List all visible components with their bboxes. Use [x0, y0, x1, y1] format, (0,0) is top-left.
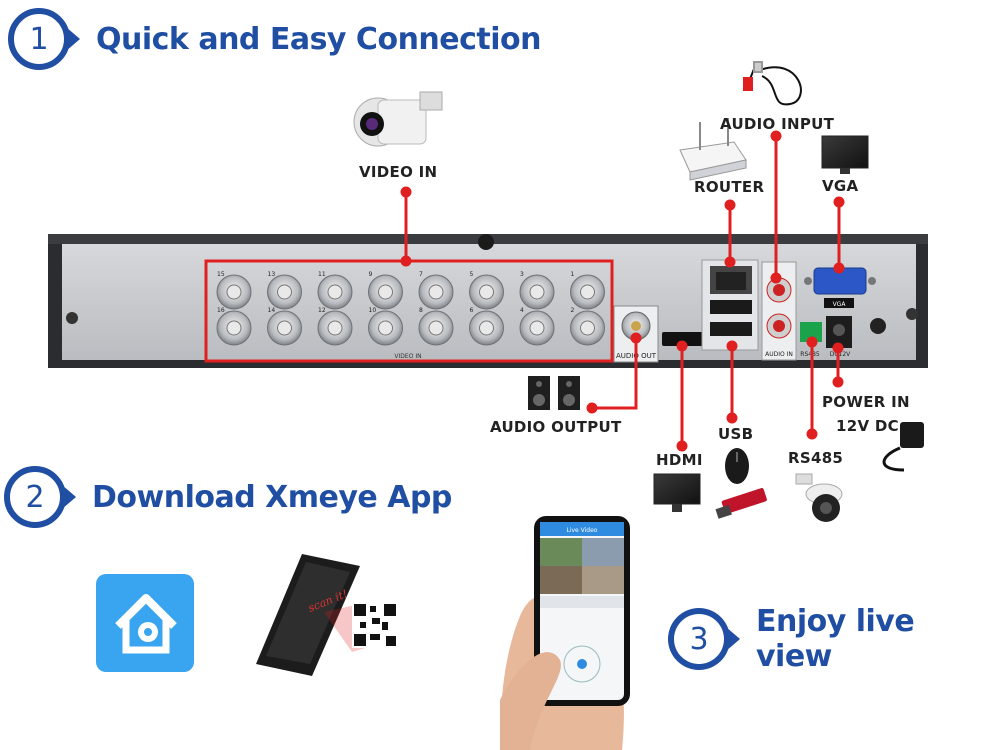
- panel-label-vga: VGA: [833, 301, 847, 308]
- label-router: ROUTER: [694, 178, 765, 196]
- channel-number: 5: [470, 271, 474, 278]
- smartphone-icon: Live Video: [500, 516, 630, 750]
- step-1-title: Quick and Easy Connection: [96, 21, 542, 57]
- bnc-connector-center: [580, 284, 595, 300]
- label-power-12v: 12V DC: [836, 417, 899, 435]
- panel-label-video-in: VIDEO IN: [394, 353, 421, 360]
- label-power-in: POWER IN: [822, 393, 910, 411]
- panel-label-dc12v: DC12V: [830, 351, 851, 358]
- label-rs485: RS485: [788, 449, 844, 467]
- channel-number: 2: [571, 307, 575, 314]
- step-1-heading: 1 Quick and Easy Connection: [8, 8, 542, 70]
- label-video-in: VIDEO IN: [359, 163, 438, 181]
- channel-number: 12: [318, 307, 326, 314]
- bnc-connector-center: [327, 284, 343, 300]
- label-usb: USB: [718, 425, 754, 443]
- bnc-connector-center: [580, 320, 595, 336]
- panel-label-rs485: RS485: [800, 351, 820, 358]
- usb-port-bottom: [710, 322, 752, 336]
- video-in-bnc-group: 15 13 11 9 7 5 3 1 16 14 12 10 8 6 4 2 VIDEO IN: [204, 259, 614, 363]
- phone-app-header: Live Video: [567, 527, 598, 534]
- speaker-icon: [528, 376, 580, 410]
- bnc-connector-center: [378, 320, 393, 336]
- channel-number: 11: [318, 271, 326, 278]
- microphone-cable-icon: [743, 61, 802, 106]
- tablet-qr-icon: scan it!: [256, 554, 398, 676]
- panel-label-audio-in: AUDIO IN: [765, 351, 793, 358]
- bullet-camera-icon: [353, 91, 443, 147]
- bnc-connector-center: [479, 320, 494, 336]
- channel-number: 8: [419, 307, 423, 314]
- channel-number: 9: [369, 271, 373, 278]
- step-2-heading: 2 Download Xmeye App: [4, 466, 452, 528]
- bnc-connector-center: [529, 284, 545, 300]
- power-adapter-icon: [882, 422, 924, 472]
- callout-lines: [400, 130, 845, 452]
- ptz-camera-icon: [795, 473, 843, 522]
- channel-number: 13: [268, 271, 276, 278]
- screw-icon: [478, 234, 494, 250]
- channel-number: 14: [268, 307, 276, 314]
- monitor-icon: [653, 473, 701, 512]
- bnc-connector-center: [277, 320, 292, 336]
- monitor-icon: [821, 135, 869, 174]
- step-2-number: 2: [4, 466, 76, 528]
- mouse-icon: [725, 448, 749, 484]
- router-icon: [679, 118, 747, 181]
- hdmi-port: [662, 332, 704, 346]
- step-2-title: Download Xmeye App: [92, 479, 452, 515]
- bnc-connector-center: [479, 284, 494, 300]
- channel-number: 16: [217, 307, 225, 314]
- bnc-connector-center: [529, 320, 545, 336]
- step-3-heading: 3 Enjoy live view: [668, 604, 1000, 674]
- label-vga: VGA: [822, 177, 859, 195]
- ground-screw-icon: [870, 318, 886, 334]
- vga-port: VGA: [804, 267, 876, 308]
- bnc-connector-center: [428, 284, 444, 300]
- qr-code: [352, 602, 398, 648]
- network-usb-block: [701, 259, 759, 351]
- label-audio-input: AUDIO INPUT: [720, 115, 835, 133]
- screw-icon: [906, 308, 918, 320]
- bnc-connector-center: [327, 320, 343, 336]
- channel-number: 7: [419, 271, 423, 278]
- label-hdmi: HDMI: [656, 451, 703, 469]
- bnc-connector-center: [428, 320, 444, 336]
- bnc-connector-center: [378, 284, 393, 300]
- xmeye-app-icon: [96, 574, 194, 672]
- channel-number: 1: [571, 271, 575, 278]
- channel-number: 4: [520, 307, 524, 314]
- step-1-number: 1: [8, 8, 80, 70]
- step-3-title: Enjoy live view: [755, 604, 915, 674]
- bnc-connector-center: [226, 320, 242, 336]
- screw-icon: [66, 312, 78, 324]
- step-3-number: 3: [668, 608, 740, 670]
- channel-number: 10: [369, 307, 377, 314]
- rs485-terminal: [800, 322, 822, 342]
- usb-port-top: [710, 300, 752, 314]
- label-audio-output: AUDIO OUTPUT: [490, 418, 622, 436]
- channel-number: 6: [470, 307, 474, 314]
- usb-drive-icon: [715, 488, 767, 519]
- channel-number: 15: [217, 271, 225, 278]
- channel-number: 3: [520, 271, 524, 278]
- bnc-connector-center: [226, 284, 242, 300]
- bnc-connector-center: [277, 284, 292, 300]
